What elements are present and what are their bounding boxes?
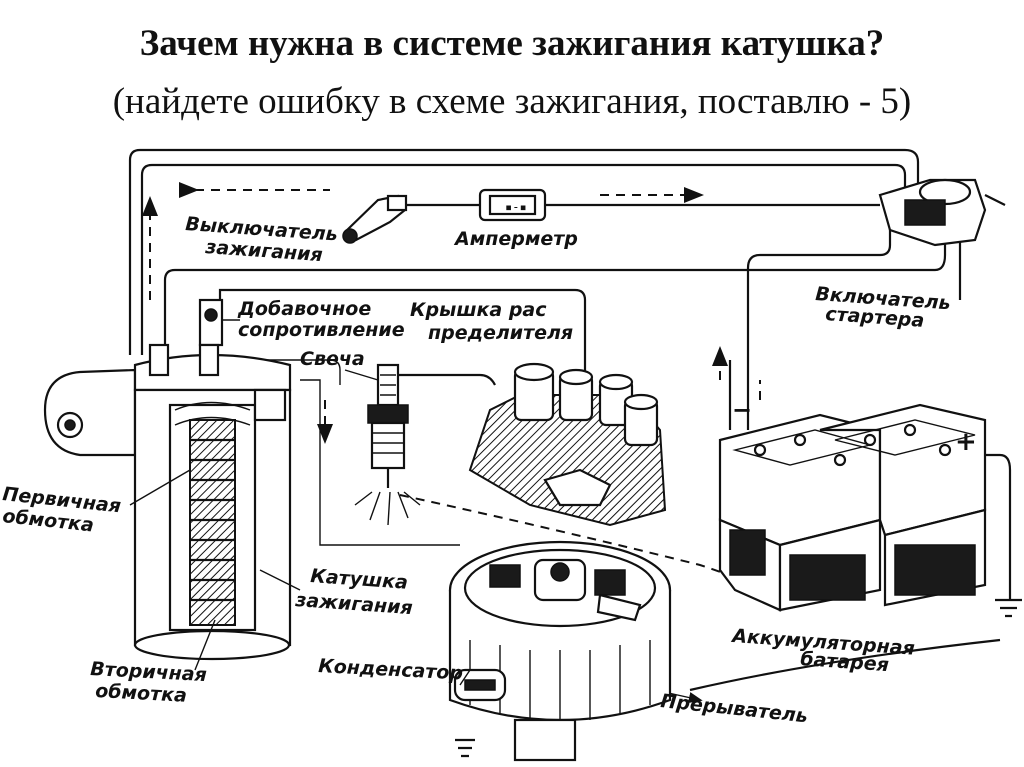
starter-switch-icon: [878, 178, 1006, 247]
secondary-winding-icon: [189, 419, 236, 626]
ammeter-icon: ▪-▪: [478, 188, 547, 222]
leader-lines: [129, 319, 471, 686]
label-ammeter: Амперметр: [453, 228, 578, 250]
label-condenser: Конденсатор: [318, 655, 464, 685]
wiring: [128, 148, 1012, 704]
spark-plug-icon: [354, 363, 421, 526]
label-distributor-cap-1: Крышка рас: [410, 299, 547, 321]
condenser-icon: [453, 668, 507, 702]
label-spark-plug: Свеча: [300, 348, 365, 370]
distributor-cap-icon: [468, 362, 667, 527]
ignition-coil-icon: [43, 298, 292, 661]
page-subtitle: (найдете ошибку в схеме зажигания, поста…: [112, 81, 912, 122]
label-ignition-coil-1: Катушка: [310, 565, 409, 594]
battery-minus-sign: −: [732, 396, 752, 424]
ignition-switch-icon: [342, 194, 408, 244]
svg-text:▪-▪: ▪-▪: [505, 200, 527, 214]
label-distributor-cap-2: пределителя: [428, 322, 573, 344]
battery-icon: − +: [718, 396, 1022, 618]
label-breaker: Прерыватель: [659, 690, 808, 727]
breaker-distributor-icon: [448, 540, 672, 762]
label-secondary-winding-2: обмотка: [95, 680, 188, 707]
label-extra-resistance-1: Добавочное: [237, 298, 371, 320]
label-ignition-coil-2: зажигания: [294, 589, 414, 619]
battery-plus-sign: +: [955, 427, 977, 457]
page-title: Зачем нужна в системе зажигания катушка?: [139, 23, 885, 64]
label-extra-resistance-2: сопротивление: [238, 319, 405, 341]
